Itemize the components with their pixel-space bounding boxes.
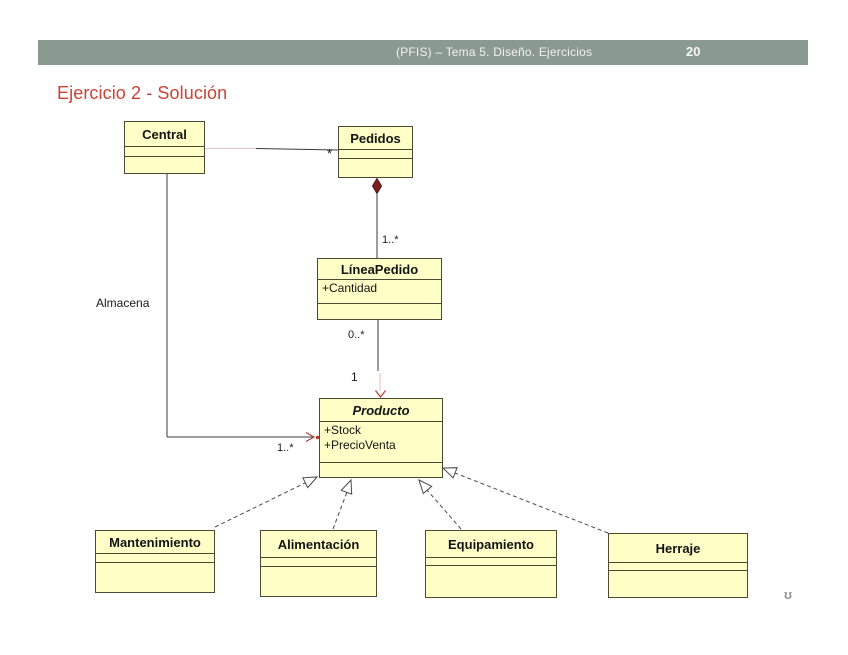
class-lineapedido: LíneaPedido +Cantidad (317, 258, 442, 320)
open-arrowhead-icon (375, 390, 386, 398)
association-name-almacena: Almacena (96, 296, 150, 310)
class-pedidos: Pedidos (338, 126, 413, 178)
operations-compartment (320, 462, 442, 477)
attributes-compartment (261, 557, 376, 566)
multiplicity-pedidos: * (327, 146, 333, 161)
operations-compartment (96, 562, 214, 592)
class-name: Mantenimiento (109, 534, 201, 550)
class-name: Producto (352, 402, 410, 418)
class-name: Herraje (655, 540, 701, 556)
attribute: +Stock (324, 423, 362, 437)
attributes-compartment (609, 562, 747, 570)
class-producto: Producto +Stock +PrecioVenta (319, 398, 443, 478)
operations-compartment (339, 158, 412, 177)
class-name: Pedidos (350, 130, 401, 146)
class-name: LíneaPedido (340, 261, 419, 277)
operations-compartment (261, 566, 376, 596)
attributes-compartment (125, 146, 204, 156)
generalization-mantenimiento (214, 482, 306, 528)
generalization-equipamiento (426, 489, 462, 530)
generalization-triangle-icon (302, 476, 319, 489)
attributes-compartment (426, 557, 556, 565)
operations-compartment (426, 565, 556, 597)
slide-title: Ejercicio 2 - Solución (57, 83, 228, 103)
class-alimentacion: Alimentación (260, 530, 377, 597)
operations-compartment (318, 303, 441, 319)
generalization-herraje (454, 472, 609, 534)
association-central-pedidos (255, 148, 339, 151)
page-number: 20 (686, 44, 701, 59)
generalization-alimentacion (332, 491, 348, 530)
class-central: Central (124, 121, 205, 174)
attribute: +PrecioVenta (324, 438, 396, 452)
generalization-triangle-icon (441, 467, 458, 479)
class-name: Equipamiento (448, 536, 534, 552)
class-name: Central (142, 126, 187, 142)
header-bar: (PFIS) – Tema 5. Diseño. Ejercicios 20 (38, 40, 808, 65)
attributes-compartment (339, 149, 412, 158)
class-herraje: Herraje (608, 533, 748, 598)
generalization-triangle-icon (418, 479, 433, 495)
attributes-compartment (96, 553, 214, 562)
composition-diamond-icon (371, 177, 383, 195)
class-equipamiento: Equipamiento (425, 530, 557, 598)
header-title: (PFIS) – Tema 5. Diseño. Ejercicios (396, 45, 593, 59)
multiplicity-almacena: 1..* (277, 442, 294, 454)
attributes-compartment: +Cantidad (318, 279, 441, 303)
multiplicity-composition: 1..* (382, 234, 399, 246)
operations-compartment (125, 156, 204, 173)
arrow-tip-dot-icon (315, 435, 320, 440)
operations-compartment (609, 570, 747, 597)
multiplicity-producto-upper: 1 (351, 370, 358, 384)
class-name: Alimentación (277, 536, 360, 552)
logo-glyph: ʊ (784, 587, 793, 602)
attribute: +Cantidad (322, 281, 378, 295)
attributes-compartment: +Stock +PrecioVenta (320, 421, 442, 462)
generalization-triangle-icon (340, 478, 353, 495)
multiplicity-lineapedido-lower: 0..* (348, 329, 365, 341)
navigability-arrow-icon (305, 431, 316, 443)
class-mantenimiento: Mantenimiento (95, 530, 215, 593)
